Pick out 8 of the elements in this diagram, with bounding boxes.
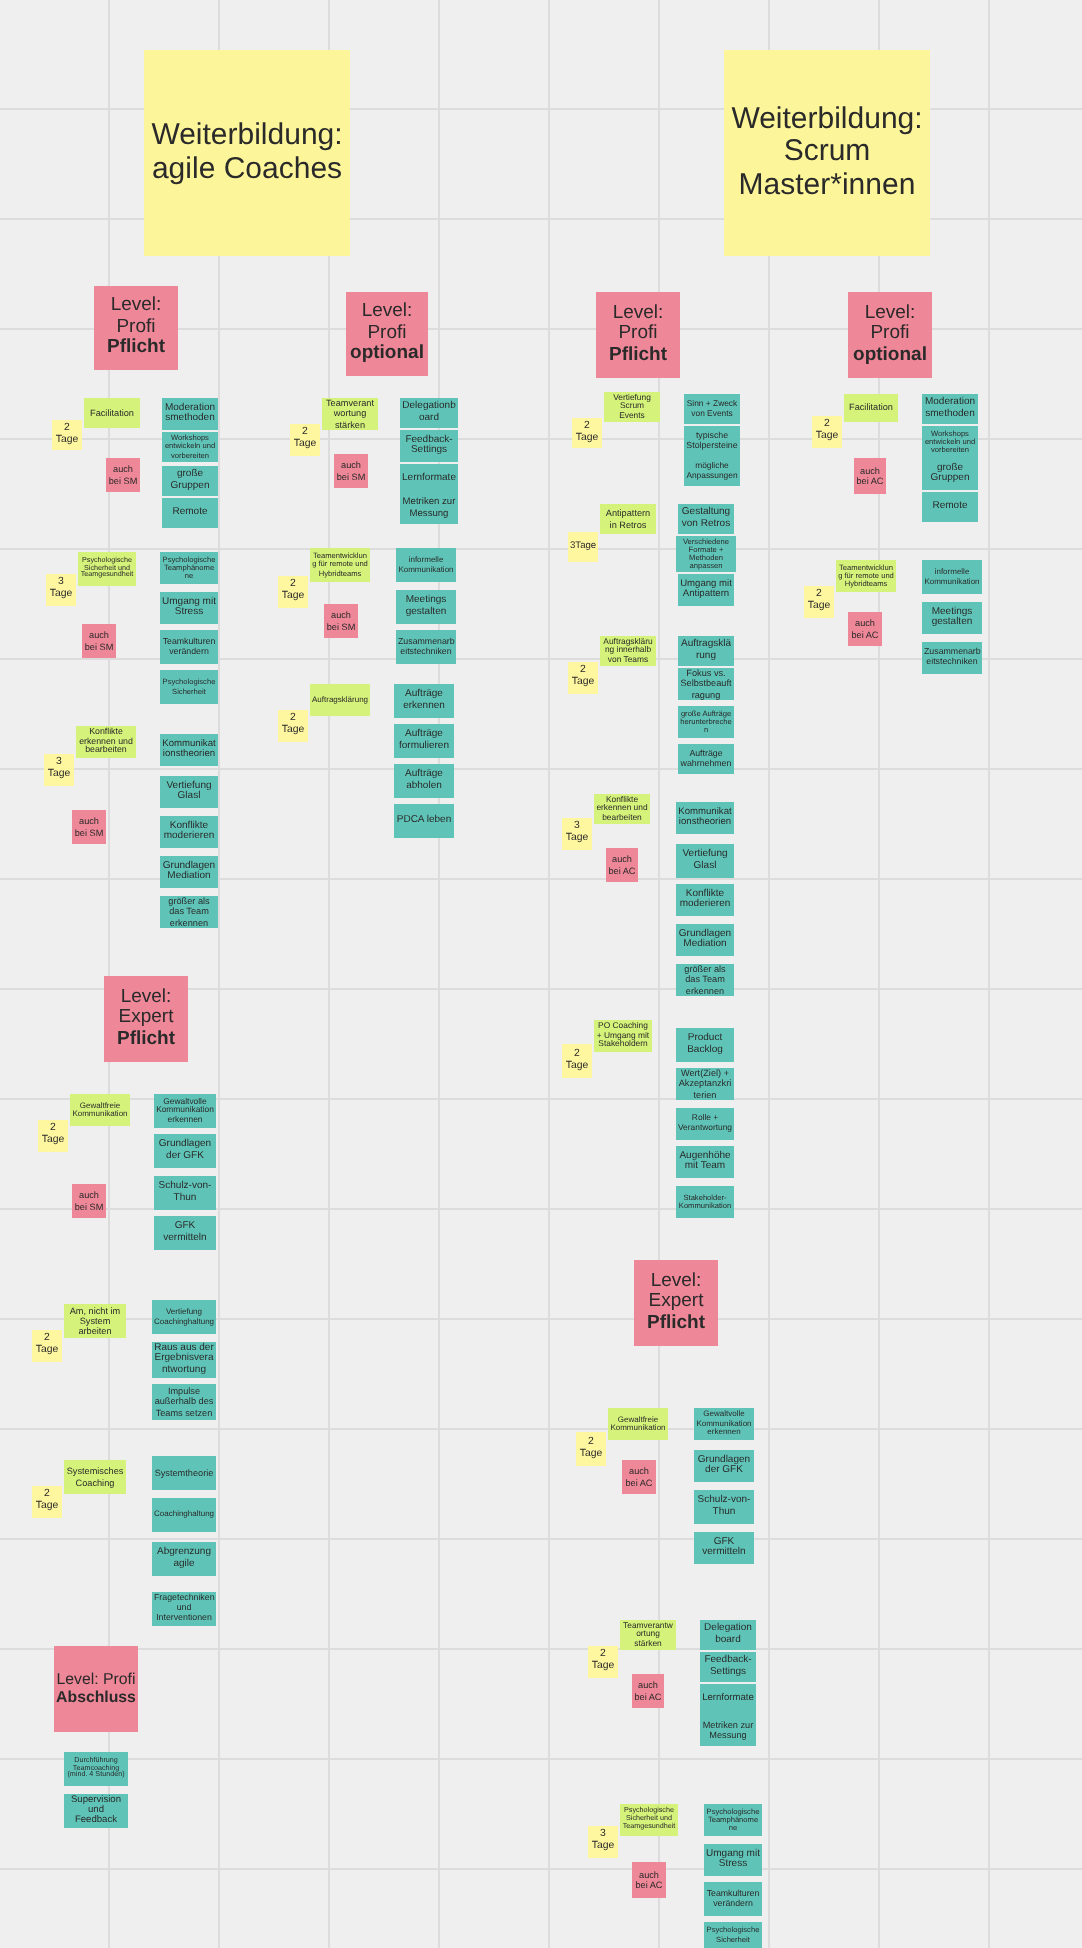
level-sticky-note: Level: Profi Pflicht	[94, 286, 178, 370]
level-sticky-note: Level: Profi optional	[848, 292, 932, 378]
heading-sticky-note: Weiterbildung: agile Coaches	[144, 50, 350, 256]
level-sticky-note: Level: Expert Pflicht	[634, 1260, 718, 1346]
level-sticky-note: Level: Profi optional	[346, 292, 428, 376]
level-sticky-note: Level: Profi Pflicht	[596, 292, 680, 378]
heading-sticky-note: Weiterbildung: Scrum Master*innen	[724, 50, 930, 256]
level-sticky-note: Level: Expert Pflicht	[104, 976, 188, 1062]
